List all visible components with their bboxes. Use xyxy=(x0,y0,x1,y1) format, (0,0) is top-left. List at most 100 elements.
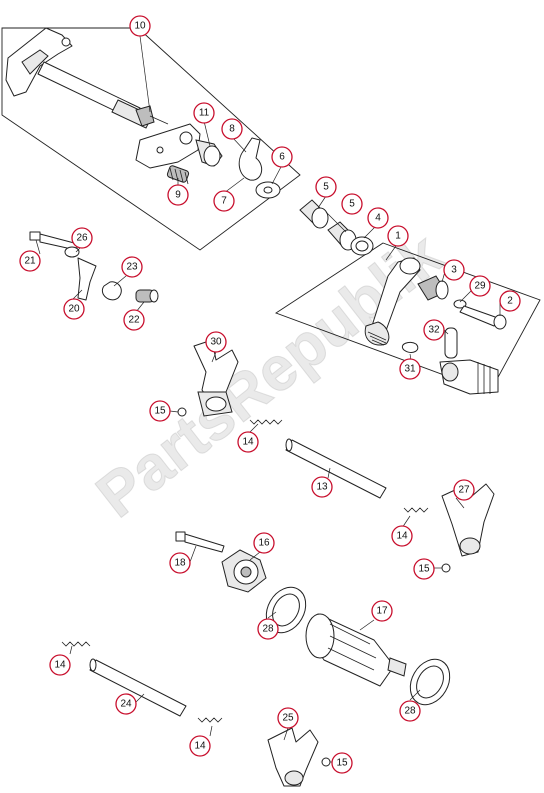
callout: 32 xyxy=(423,319,445,341)
svg-text:24: 24 xyxy=(120,699,132,710)
svg-text:14: 14 xyxy=(54,660,66,671)
svg-text:22: 22 xyxy=(128,315,140,326)
svg-text:28: 28 xyxy=(404,706,416,717)
callout: 28 xyxy=(399,700,421,722)
callout: 5 xyxy=(341,193,363,215)
roller-part xyxy=(321,757,331,767)
callout: 15 xyxy=(413,558,435,580)
callout: 29 xyxy=(469,275,491,297)
svg-text:6: 6 xyxy=(279,152,285,163)
callout: 25 xyxy=(277,707,299,729)
stopper-washer-part xyxy=(64,246,80,258)
fork-rod-lower-part xyxy=(89,658,187,717)
svg-text:23: 23 xyxy=(126,262,138,273)
needle-bearing-part xyxy=(299,199,329,229)
shift-quadrant-part xyxy=(135,123,223,169)
callout: 7 xyxy=(213,190,235,212)
svg-text:17: 17 xyxy=(376,606,388,617)
svg-text:14: 14 xyxy=(242,437,254,448)
svg-text:27: 27 xyxy=(458,485,470,496)
drum-bolt-part xyxy=(175,531,225,553)
svg-text:28: 28 xyxy=(262,624,274,635)
svg-text:20: 20 xyxy=(68,304,80,315)
lever-bolt-part xyxy=(453,299,507,330)
callout: 8 xyxy=(221,118,243,140)
svg-text:1: 1 xyxy=(395,231,401,242)
svg-text:25: 25 xyxy=(282,713,294,724)
callout: 21 xyxy=(19,250,41,272)
callout: 10 xyxy=(129,15,151,37)
svg-text:14: 14 xyxy=(194,741,206,752)
callout: 23 xyxy=(121,256,143,278)
callout: 13 xyxy=(311,476,333,498)
callout: 16 xyxy=(253,532,275,554)
drum-bearing-part xyxy=(265,586,307,634)
callout: 5 xyxy=(315,176,337,198)
callout: 14 xyxy=(391,525,413,547)
detent-lever-part xyxy=(77,257,97,301)
lever-joint-part xyxy=(402,327,499,395)
shift-fork-upper-part xyxy=(193,339,239,417)
callout: 1 xyxy=(387,225,409,247)
roller-part xyxy=(177,407,187,417)
callout: 18 xyxy=(169,552,191,574)
spring-part xyxy=(61,641,91,647)
callout: 24 xyxy=(115,693,137,715)
callout: 30 xyxy=(205,331,227,353)
callout: 11 xyxy=(193,102,215,124)
callout: 28 xyxy=(257,618,279,640)
shift-fork-lower-part xyxy=(267,727,319,787)
svg-text:14: 14 xyxy=(396,531,408,542)
svg-text:30: 30 xyxy=(210,337,222,348)
shift-lever-part xyxy=(364,257,421,346)
spring-part xyxy=(197,717,223,723)
shift-star-part xyxy=(221,549,267,593)
svg-text:5: 5 xyxy=(349,199,355,210)
svg-text:15: 15 xyxy=(336,758,348,769)
svg-text:15: 15 xyxy=(418,564,430,575)
svg-text:11: 11 xyxy=(199,108,210,119)
washer-part xyxy=(255,181,281,199)
svg-text:29: 29 xyxy=(474,281,486,292)
lever-bush-part xyxy=(417,275,449,301)
callout: 2 xyxy=(499,290,521,312)
shift-shaft-part xyxy=(5,27,169,129)
torsion-spring-part xyxy=(102,281,122,301)
shift-drum-part xyxy=(305,613,407,687)
callout: 3 xyxy=(443,259,465,281)
callout: 15 xyxy=(149,400,171,422)
svg-text:9: 9 xyxy=(175,190,181,201)
callout: 6 xyxy=(271,146,293,168)
svg-text:21: 21 xyxy=(24,256,36,267)
seal-ring-part xyxy=(350,236,374,256)
svg-text:10: 10 xyxy=(134,21,146,32)
spring-part xyxy=(249,419,283,425)
callout: 17 xyxy=(371,600,393,622)
callout: 14 xyxy=(237,431,259,453)
callout: 4 xyxy=(367,207,389,229)
drum-bearing-part xyxy=(409,658,451,706)
svg-text:16: 16 xyxy=(258,538,270,549)
svg-text:4: 4 xyxy=(375,213,381,224)
svg-text:13: 13 xyxy=(316,482,328,493)
callout: 14 xyxy=(49,654,71,676)
spring-part xyxy=(166,165,190,185)
spacer-part xyxy=(135,289,159,303)
callout: 22 xyxy=(123,309,145,331)
svg-text:31: 31 xyxy=(404,364,416,375)
svg-text:15: 15 xyxy=(154,406,166,417)
svg-text:3: 3 xyxy=(451,265,457,276)
roller-part xyxy=(441,563,451,573)
callout: 31 xyxy=(399,358,421,380)
svg-text:2: 2 xyxy=(507,296,513,307)
svg-text:18: 18 xyxy=(174,558,186,569)
callout: 20 xyxy=(63,298,85,320)
spring-part xyxy=(403,507,429,513)
spring-clip-part xyxy=(238,137,263,181)
fork-rod-part xyxy=(285,438,387,499)
svg-text:26: 26 xyxy=(76,233,88,244)
callout: 15 xyxy=(331,752,353,774)
svg-text:8: 8 xyxy=(229,124,235,135)
svg-text:5: 5 xyxy=(323,182,329,193)
